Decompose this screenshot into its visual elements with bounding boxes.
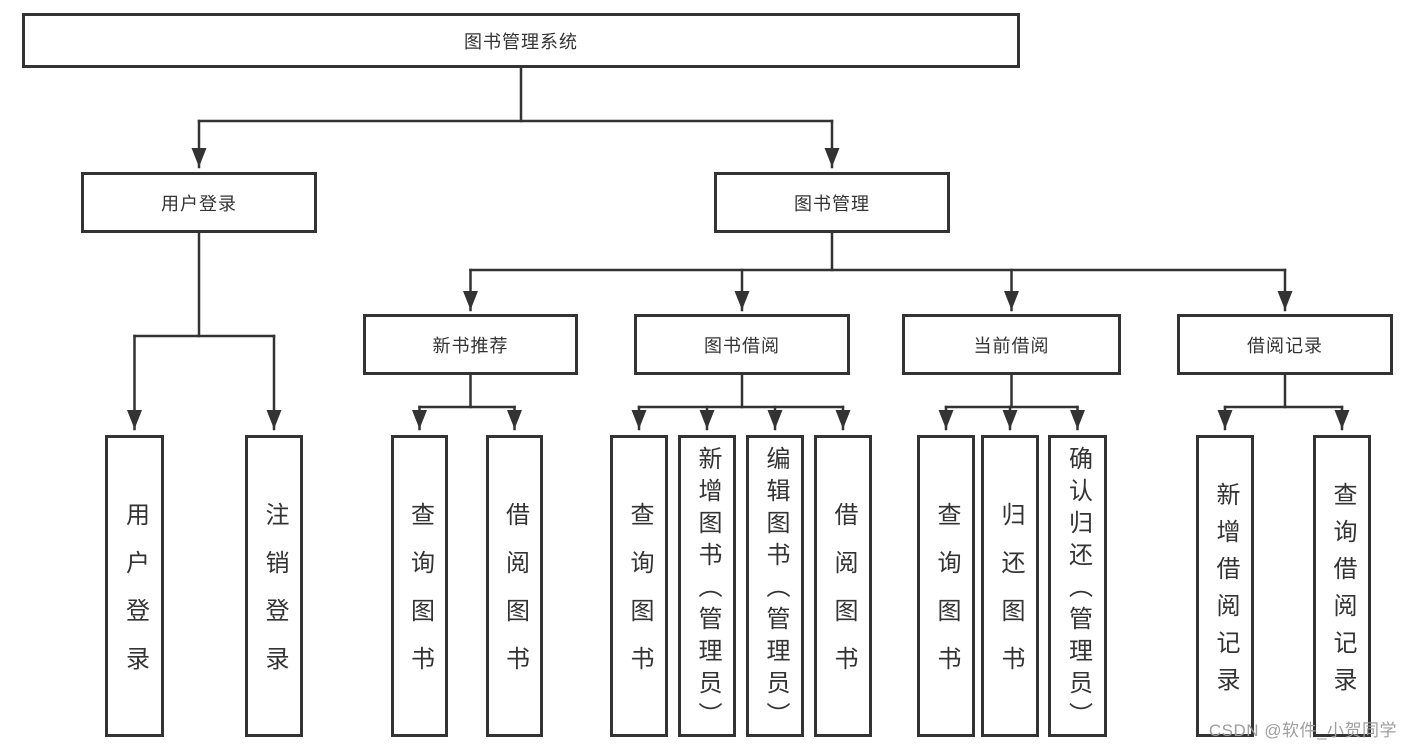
node-user-login-label: 用户登录: [161, 193, 237, 214]
node-new-books-label: 新书推荐: [432, 335, 509, 356]
node-book-borrow: 图书借阅: [634, 314, 850, 375]
leaf-current-query: 查询图书: [917, 435, 975, 737]
leaf-newbooks-borrow-label: 借阅图书: [501, 502, 529, 694]
node-user-login: 用户登录: [81, 172, 317, 233]
node-book-mgmt-label: 图书管理: [794, 193, 870, 214]
leaf-records-add-label: 新增借阅记录: [1212, 481, 1239, 704]
node-borrow-records: 借阅记录: [1177, 314, 1393, 375]
leaf-current-return-label: 归还图书: [997, 502, 1024, 694]
watermark: CSDN @软件_小贺同学: [1208, 721, 1397, 740]
connector-book-borrow-children: [631, 373, 851, 431]
leaf-borrow-edit-admin-label: 编辑图书（管理员）: [762, 446, 789, 734]
leaf-borrow-query: 查询图书: [610, 435, 668, 737]
node-root-system: 图书管理系统: [22, 13, 1020, 68]
connector-new-books-children: [412, 373, 522, 431]
connector-current-borrow-children: [938, 373, 1085, 431]
leaf-borrow-add-admin-label: 新增图书（管理员）: [694, 446, 721, 734]
leaf-newbooks-borrow: 借阅图书: [486, 435, 543, 737]
leaf-current-confirm-admin-label: 确认归还（管理员）: [1064, 446, 1092, 734]
node-book-borrow-label: 图书借阅: [704, 335, 780, 356]
node-new-books: 新书推荐: [363, 314, 578, 375]
leaf-records-query: 查询借阅记录: [1313, 435, 1371, 737]
leaf-user-login-label: 用户登录: [121, 502, 149, 694]
connector-user-login-children: [127, 231, 282, 431]
connector-root-to-level2: [191, 66, 840, 169]
leaf-current-confirm-admin: 确认归还（管理员）: [1048, 435, 1107, 737]
connector-borrow-records-children: [1217, 373, 1350, 431]
leaf-records-query-label: 查询借阅记录: [1329, 481, 1356, 704]
leaf-borrow-borrow: 借阅图书: [814, 435, 872, 737]
leaf-borrow-query-label: 查询图书: [626, 502, 653, 694]
node-borrow-records-label: 借阅记录: [1247, 335, 1323, 356]
leaf-records-add: 新增借阅记录: [1196, 435, 1254, 737]
node-root-system-label: 图书管理系统: [464, 31, 578, 52]
leaf-logout: 注销登录: [245, 435, 303, 737]
node-current-borrow: 当前借阅: [902, 314, 1121, 375]
leaf-newbooks-query-label: 查询图书: [406, 502, 434, 694]
leaf-user-login: 用户登录: [105, 435, 164, 737]
leaf-borrow-add-admin: 新增图书（管理员）: [678, 435, 736, 737]
leaf-current-query-label: 查询图书: [933, 502, 960, 694]
node-current-borrow-label: 当前借阅: [973, 335, 1050, 356]
leaf-newbooks-query: 查询图书: [391, 435, 448, 737]
leaf-borrow-edit-admin: 编辑图书（管理员）: [746, 435, 804, 737]
connector-book-mgmt-children: [463, 231, 1293, 312]
leaf-borrow-borrow-label: 借阅图书: [830, 502, 857, 694]
leaf-logout-label: 注销登录: [261, 502, 288, 694]
node-book-mgmt: 图书管理: [714, 172, 950, 233]
leaf-current-return: 归还图书: [981, 435, 1039, 737]
